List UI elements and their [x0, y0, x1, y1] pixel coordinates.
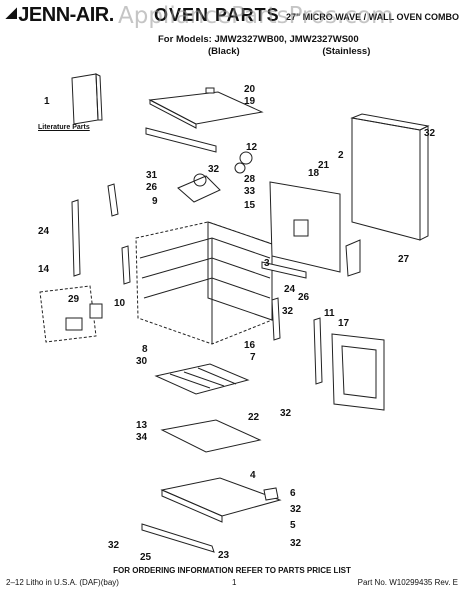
callout: 30 [136, 356, 148, 367]
callout: 21 [318, 160, 330, 171]
callout: 27 [398, 254, 410, 265]
callout: 32 [424, 128, 436, 139]
page-title: OVEN PARTS [154, 5, 280, 25]
callout: 11 [324, 308, 335, 319]
rear-bar [261, 261, 307, 279]
callout: 34 [136, 432, 148, 443]
bottom-trim [141, 523, 215, 553]
door-latch-kit [39, 285, 103, 343]
callout: 9 [152, 196, 158, 207]
callout: 13 [136, 420, 148, 431]
callout: 23 [218, 550, 230, 561]
outer-wrapper [350, 113, 430, 241]
callout: 28 [244, 174, 256, 185]
vent-fan-assembly [177, 151, 253, 203]
side-rail-left [107, 183, 119, 217]
callout: 3 [264, 258, 270, 269]
ordering-info: FOR ORDERING INFORMATION REFER TO PARTS … [113, 566, 351, 575]
brand-logo: ◢JENN-AIR. [6, 4, 114, 26]
callout: 32 [280, 408, 292, 419]
front-rail-left [71, 199, 81, 277]
callout: 15 [244, 200, 256, 211]
callout: 31 [146, 170, 158, 181]
literature-parts-book [71, 73, 103, 125]
callout: 24 [38, 226, 50, 237]
color-stainless: (Stainless) [322, 46, 371, 57]
product-subtitle: 27" MICRO WAVE / WALL OVEN COMBO [286, 12, 459, 22]
front-trim-strip [145, 127, 217, 153]
callout: 14 [38, 264, 50, 275]
front-rail-right [271, 297, 281, 341]
callout: 22 [248, 412, 260, 423]
door-inner-panel [331, 333, 385, 411]
litho-info: 2–12 Litho in U.S.A. (DAF)(bay) [6, 578, 119, 587]
callout: 1 [44, 96, 50, 107]
callout: 26 [298, 292, 310, 303]
oven-back-panel [269, 181, 341, 273]
callout: 20 [244, 84, 256, 95]
hinge-bracket [121, 245, 131, 285]
callout: 32 [208, 164, 220, 175]
callout: 2 [338, 150, 344, 161]
side-bracket [345, 239, 361, 277]
callout: 6 [290, 488, 296, 499]
oven-bottom-panel [160, 419, 262, 453]
model-colors: (Black) (Stainless) [208, 46, 410, 57]
color-black: (Black) [208, 46, 240, 57]
oven-cavity [135, 221, 273, 345]
side-rail-right [313, 317, 323, 385]
page-number: 1 [232, 578, 237, 587]
small-bracket [263, 487, 279, 501]
part-number: Part No. W10299435 Rev. E [357, 578, 458, 587]
callout: 24 [284, 284, 296, 295]
callout: 5 [290, 520, 296, 531]
callout: 25 [140, 552, 152, 563]
callout: 7 [250, 352, 256, 363]
callout: 32 [290, 504, 302, 515]
oven-rack [154, 363, 250, 395]
top-panel [148, 87, 264, 129]
callout: 29 [68, 294, 80, 305]
literature-parts-label: Literature Parts [38, 124, 90, 131]
callout: 4 [250, 470, 256, 481]
callout: 16 [244, 340, 256, 351]
callout: 33 [244, 186, 256, 197]
callout: 26 [146, 182, 158, 193]
callout: 10 [114, 298, 126, 309]
model-numbers: For Models: JMW2327WB00, JMW2327WS00 [158, 34, 359, 45]
callout: 8 [142, 344, 148, 355]
oven-floor [160, 477, 282, 523]
callout: 18 [308, 168, 320, 179]
callout: 32 [282, 306, 294, 317]
callout: 19 [244, 96, 256, 107]
callout: 17 [338, 318, 350, 329]
callout: 32 [108, 540, 120, 551]
callout: 12 [246, 142, 258, 153]
callout: 32 [290, 538, 302, 549]
